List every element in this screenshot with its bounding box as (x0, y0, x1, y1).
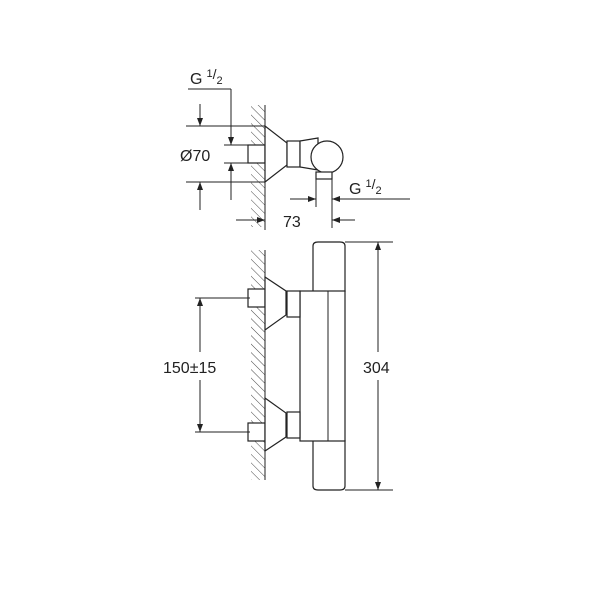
inlet-spacing-label: 150±15 (163, 360, 216, 377)
bottom-cylinder (312, 440, 346, 491)
front-view: 150±15 304 (160, 241, 393, 491)
inlet-stub (247, 422, 266, 442)
diameter-label: Ø70 (180, 148, 210, 165)
nut (286, 411, 301, 439)
top-cylinder (312, 241, 346, 292)
height-label: 304 (363, 360, 390, 377)
wall-hatch-front (251, 250, 265, 480)
outlet (315, 171, 333, 180)
inlet-stub (247, 288, 266, 308)
mixer-body-circle (310, 140, 344, 174)
nut (286, 140, 301, 168)
depth-label: 73 (283, 214, 301, 231)
upper-inlet (247, 275, 301, 332)
flange (264, 275, 287, 332)
inlet-stub (247, 144, 266, 164)
flange (264, 124, 288, 184)
nut (286, 290, 301, 318)
main-body (299, 290, 346, 442)
wall-hatch-top (251, 105, 265, 227)
lower-inlet (247, 396, 301, 453)
flange (264, 396, 287, 453)
